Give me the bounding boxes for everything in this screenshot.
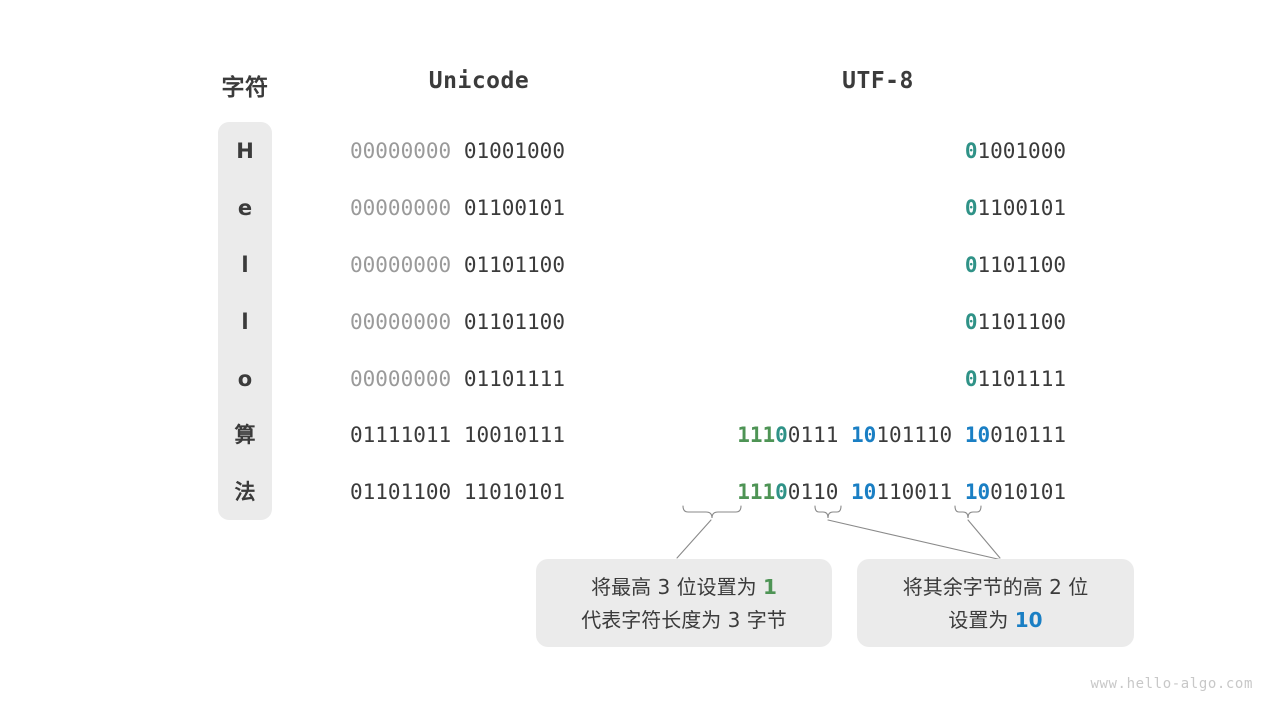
callout-2-line-2: 设置为 10 bbox=[948, 608, 1043, 632]
unicode-low-byte: 01100101 bbox=[463, 196, 565, 220]
utf8-length-prefix: 111 bbox=[737, 480, 776, 504]
utf8-value-4: 01101111 bbox=[630, 366, 1066, 392]
unicode-value-5: 01111011 10010111 bbox=[350, 422, 608, 448]
utf8-payload-bits: 1101111 bbox=[977, 367, 1066, 391]
utf8-lead-bits: 0 bbox=[964, 253, 978, 277]
callout-1-line-2: 代表字符长度为 3 字节 bbox=[581, 608, 787, 632]
callout-2-line-1: 将其余字节的高 2 位 bbox=[902, 575, 1089, 599]
utf8-lead-bits: 0 bbox=[964, 367, 978, 391]
utf8-lead-bits: 0 bbox=[964, 310, 978, 334]
unicode-high-byte: 00000000 bbox=[350, 139, 452, 163]
utf8-value-1: 01100101 bbox=[630, 195, 1066, 221]
utf8-prefix-terminator: 0 bbox=[775, 480, 788, 504]
utf8-payload-bits: 110011 bbox=[876, 480, 953, 504]
callout-1-accent: 1 bbox=[762, 575, 777, 599]
leader-line-1 bbox=[676, 519, 712, 559]
utf8-length-prefix: 111 bbox=[737, 423, 776, 447]
unicode-high-byte: 00000000 bbox=[350, 196, 452, 220]
char-cell-2: l bbox=[241, 253, 249, 277]
utf8-value-5: 11100111 10101110 10010111 bbox=[630, 422, 1066, 448]
unicode-high-byte: 01101100 bbox=[350, 480, 452, 504]
unicode-value-3: 00000000 01101100 bbox=[350, 309, 608, 335]
utf8-cont-prefix: 10 bbox=[964, 423, 991, 447]
utf8-payload-bits: 1101100 bbox=[977, 310, 1066, 334]
char-cell-0: H bbox=[236, 139, 254, 163]
utf8-value-6: 11100110 10110011 10010101 bbox=[630, 479, 1066, 505]
unicode-high-byte: 00000000 bbox=[350, 310, 452, 334]
column-header-unicode: Unicode bbox=[428, 68, 530, 94]
unicode-value-1: 00000000 01100101 bbox=[350, 195, 608, 221]
utf8-payload-bits: 010111 bbox=[990, 423, 1066, 447]
utf8-prefix-terminator: 0 bbox=[775, 423, 788, 447]
unicode-low-byte: 11010101 bbox=[463, 480, 565, 504]
unicode-low-byte: 01101111 bbox=[463, 367, 565, 391]
utf8-payload-bits: 101110 bbox=[876, 423, 953, 447]
unicode-low-byte: 10010111 bbox=[463, 423, 565, 447]
callout-length-prefix: 将最高 3 位设置为 1 代表字符长度为 3 字节 bbox=[536, 559, 832, 647]
brace-length-prefix bbox=[682, 505, 742, 519]
utf8-lead-bits: 0 bbox=[964, 196, 978, 220]
leader-line-2 bbox=[827, 519, 1003, 561]
utf8-lead-bits: 0 bbox=[964, 139, 978, 163]
unicode-value-6: 01101100 11010101 bbox=[350, 479, 608, 505]
unicode-value-4: 00000000 01101111 bbox=[350, 366, 608, 392]
utf8-cont-prefix: 10 bbox=[964, 480, 991, 504]
column-header-char: 字符 bbox=[221, 75, 269, 101]
utf8-cont-prefix: 10 bbox=[851, 480, 877, 504]
utf8-payload-bits: 1100101 bbox=[977, 196, 1066, 220]
unicode-low-byte: 01001000 bbox=[463, 139, 565, 163]
brace-continuation-2 bbox=[954, 505, 982, 519]
unicode-low-byte: 01101100 bbox=[463, 310, 565, 334]
utf8-payload-bits: 0111 bbox=[787, 423, 839, 447]
brace-continuation-1 bbox=[814, 505, 842, 519]
callout-2-accent: 10 bbox=[1014, 608, 1043, 632]
leader-line-3 bbox=[967, 519, 1001, 559]
utf8-value-0: 01001000 bbox=[630, 138, 1066, 164]
char-cell-6: 法 bbox=[234, 480, 256, 504]
utf8-cont-prefix: 10 bbox=[851, 423, 877, 447]
char-cell-1: e bbox=[237, 196, 253, 220]
utf8-value-3: 01101100 bbox=[630, 309, 1066, 335]
utf8-payload-bits: 0110 bbox=[787, 480, 839, 504]
unicode-low-byte: 01101100 bbox=[463, 253, 565, 277]
utf8-payload-bits: 1101100 bbox=[977, 253, 1066, 277]
char-cell-4: o bbox=[237, 367, 253, 391]
unicode-high-byte: 00000000 bbox=[350, 367, 452, 391]
utf8-payload-bits: 010101 bbox=[990, 480, 1066, 504]
utf8-payload-bits: 1001000 bbox=[977, 139, 1066, 163]
callout-continuation-prefix: 将其余字节的高 2 位 设置为 10 bbox=[857, 559, 1134, 647]
char-cell-5: 算 bbox=[234, 423, 256, 447]
watermark: www.hello-algo.com bbox=[1090, 676, 1253, 692]
unicode-high-byte: 01111011 bbox=[350, 423, 452, 447]
column-header-utf8: UTF-8 bbox=[842, 68, 914, 94]
unicode-value-0: 00000000 01001000 bbox=[350, 138, 608, 164]
utf8-value-2: 01101100 bbox=[630, 252, 1066, 278]
callout-1-line-1: 将最高 3 位设置为 1 bbox=[591, 575, 777, 599]
unicode-high-byte: 00000000 bbox=[350, 253, 452, 277]
character-column-pill bbox=[218, 122, 272, 520]
unicode-value-2: 00000000 01101100 bbox=[350, 252, 608, 278]
char-cell-3: l bbox=[241, 310, 249, 334]
